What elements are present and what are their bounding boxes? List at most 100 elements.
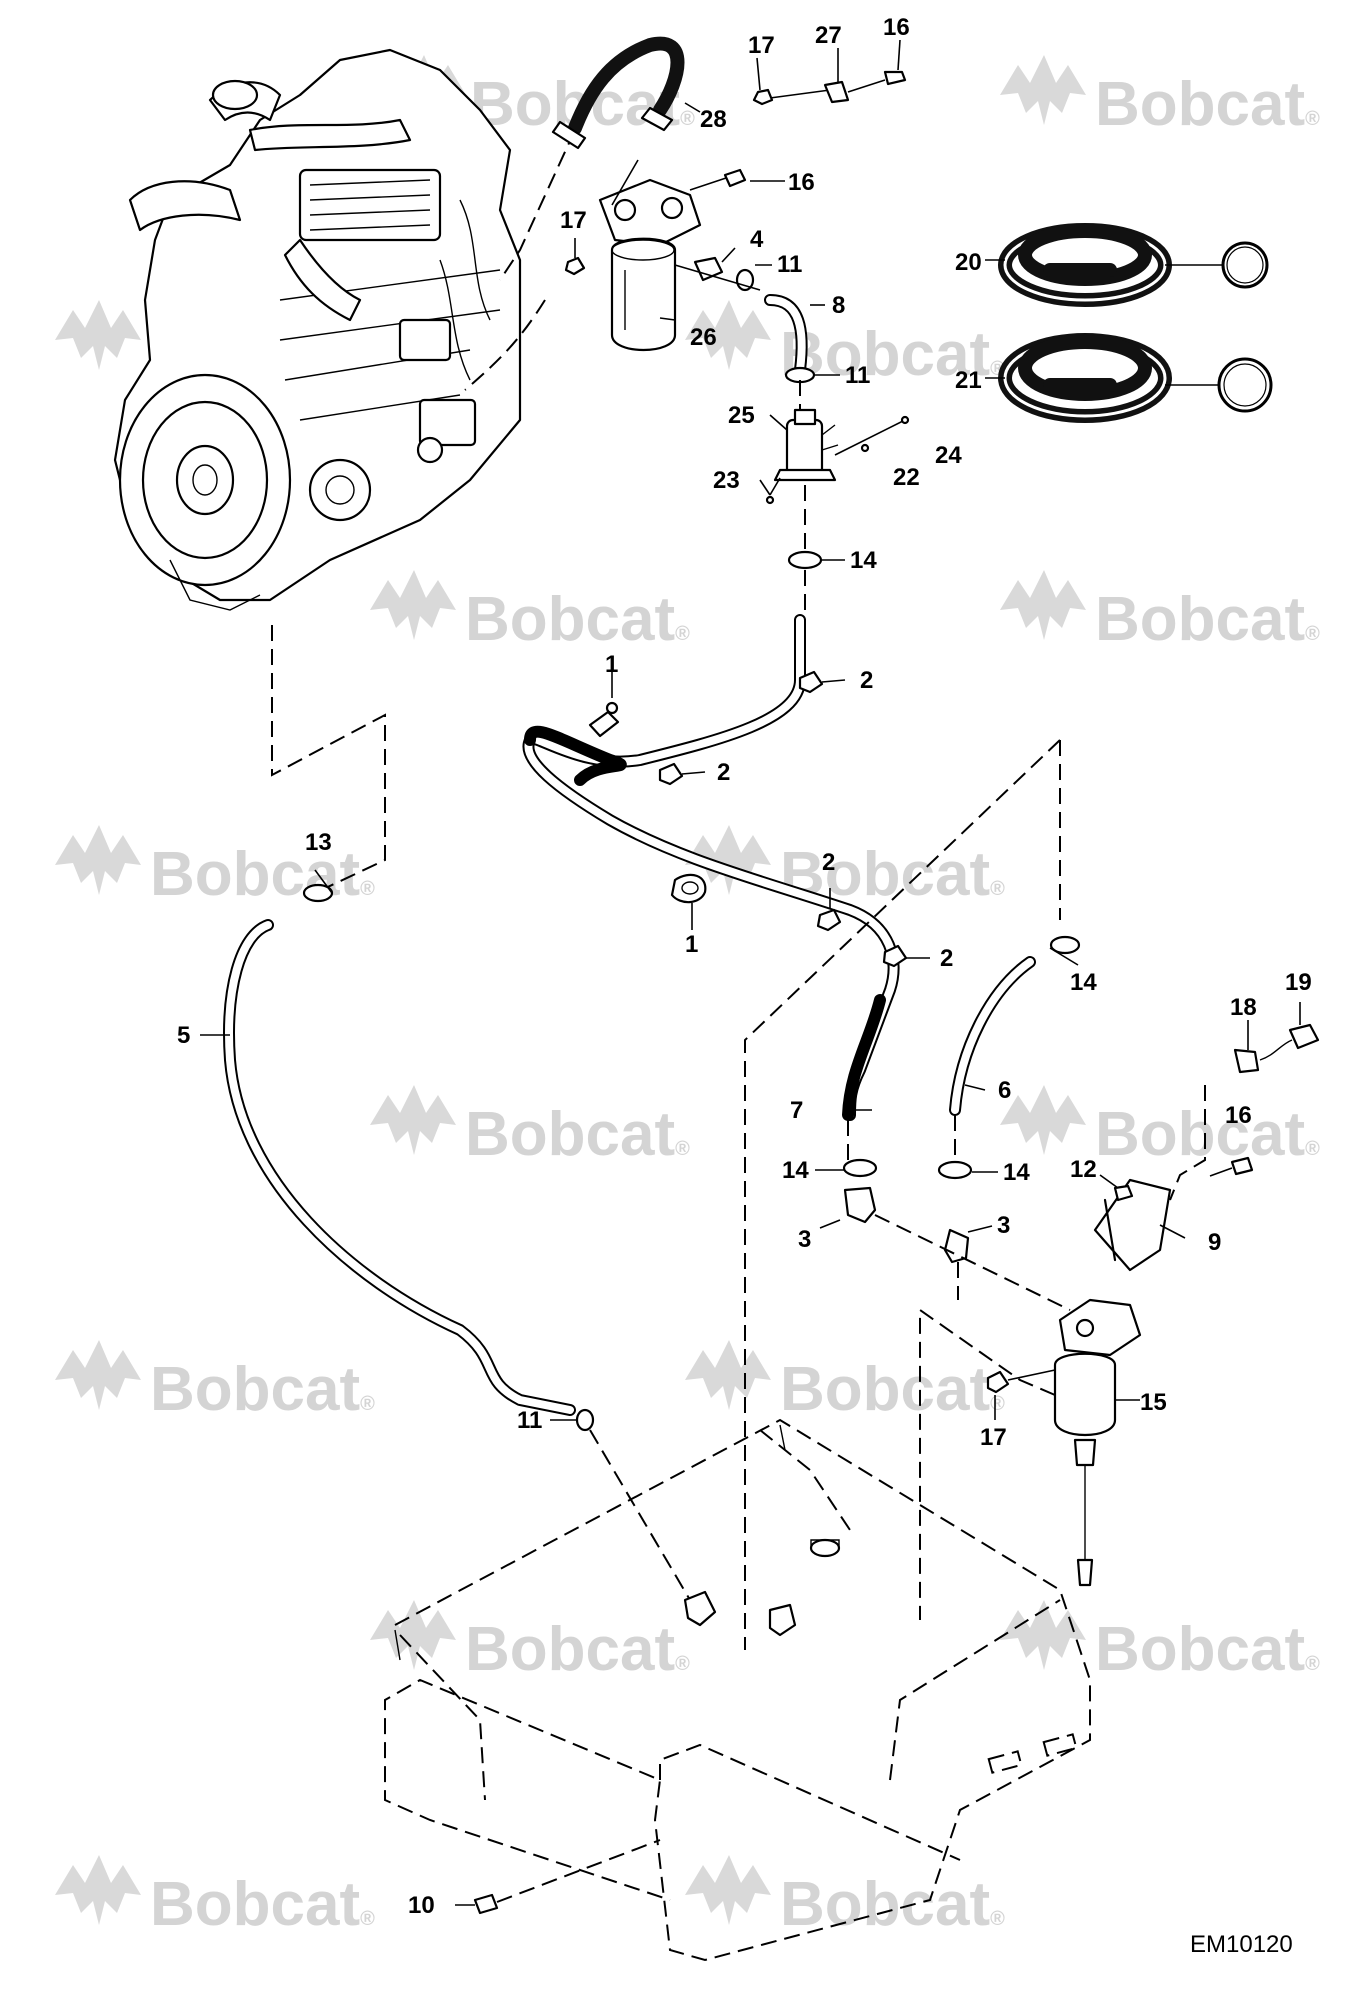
watermark: Bobcat® — [55, 1855, 375, 1939]
callout-28: 28 — [700, 106, 727, 133]
callout-2-d: 2 — [940, 945, 953, 972]
fitting-4 — [693, 256, 724, 282]
svg-text:Bobcat®: Bobcat® — [780, 1355, 1005, 1424]
callout-1-upper: 1 — [605, 651, 618, 678]
callout-24: 24 — [935, 442, 962, 469]
callout-14-left-lower: 14 — [782, 1157, 809, 1184]
callout-16-mid: 16 — [788, 169, 815, 196]
watermark: Bobcat® — [1000, 570, 1320, 654]
callout-14-top: 14 — [850, 547, 877, 574]
nut-17-right — [986, 1370, 1010, 1394]
callout-12: 12 — [1070, 1156, 1097, 1183]
nut-2-b — [658, 762, 684, 786]
bolt-16-top — [883, 70, 907, 86]
callout-5: 5 — [177, 1022, 190, 1049]
fuel-hose-7 — [842, 994, 886, 1121]
watermark: Bobcat® — [370, 570, 690, 654]
callout-1-lower: 1 — [685, 931, 698, 958]
callout-27: 27 — [815, 22, 842, 49]
tank-fitting-right — [768, 1603, 797, 1637]
svg-text:Bobcat®: Bobcat® — [1095, 1615, 1320, 1684]
fuel-hose-5 — [223, 919, 576, 1416]
watermark: Bobcat® — [1000, 55, 1320, 139]
callout-25: 25 — [728, 402, 755, 429]
callout-23: 23 — [713, 467, 740, 494]
watermark: Bobcat® — [685, 300, 1005, 389]
callout-11-mid: 11 — [845, 362, 870, 389]
fuel-pump-25 — [773, 408, 839, 482]
connector-19 — [1288, 1023, 1320, 1050]
engine-phantom-line — [499, 129, 576, 281]
callout-17-left: 17 — [560, 207, 587, 234]
callout-11-bottom: 11 — [517, 1407, 542, 1434]
callout-3-left: 3 — [798, 1226, 811, 1253]
callout-15: 15 — [1140, 1389, 1167, 1416]
o-ring-21 — [1217, 357, 1273, 413]
svg-text:Bobcat®: Bobcat® — [150, 1870, 375, 1939]
fuel-hose-28 — [551, 36, 685, 150]
callout-16-top: 16 — [883, 14, 910, 41]
fuel-hose-6 — [949, 956, 1036, 1116]
water-separator-15 — [1053, 1298, 1142, 1587]
svg-text:Bobcat®: Bobcat® — [465, 585, 690, 654]
callout-2-c: 2 — [822, 849, 835, 876]
callout-13: 13 — [305, 829, 332, 856]
callout-7: 7 — [790, 1097, 803, 1124]
bracket-9 — [1093, 1178, 1172, 1272]
fuel-hose-8 — [764, 294, 808, 376]
watermark: Bobcat® — [370, 1600, 690, 1684]
primary-fuel-filter-26 — [598, 178, 702, 351]
callout-2-a: 2 — [860, 667, 873, 694]
svg-text:Bobcat®: Bobcat® — [465, 1100, 690, 1169]
bolt-12 — [1113, 1184, 1134, 1202]
callout-11-top: 11 — [777, 251, 802, 278]
callout-9: 9 — [1208, 1229, 1221, 1256]
watermark: Bobcat® — [1000, 1600, 1320, 1684]
callout-8: 8 — [832, 292, 845, 319]
clamp-14-right — [1049, 935, 1081, 955]
callout-labels: 1 1 2 2 2 2 3 3 4 5 6 7 8 9 10 11 11 11 … — [177, 14, 1312, 1919]
watermark: Bobcat® — [685, 1855, 1005, 1939]
engine-assembly — [113, 48, 522, 611]
svg-text:Bobcat®: Bobcat® — [150, 840, 375, 909]
clamp-1-lower — [670, 873, 707, 904]
callout-leaders — [200, 39, 1301, 1906]
callout-14-right: 14 — [1070, 969, 1097, 996]
bolt-16-mid — [723, 168, 747, 188]
nut-17-top — [752, 88, 774, 106]
clamp-14-left-lower — [842, 1158, 878, 1178]
callout-20: 20 — [955, 249, 982, 276]
svg-text:Bobcat®: Bobcat® — [465, 1615, 690, 1684]
watermark: Bobcat® — [1000, 1085, 1320, 1169]
svg-text:Bobcat®: Bobcat® — [780, 1870, 1005, 1939]
svg-text:Bobcat®: Bobcat® — [780, 320, 1005, 389]
watermark: Bobcat® — [55, 1340, 375, 1424]
callout-17-top: 17 — [748, 32, 775, 59]
fitting-3-left — [843, 1186, 877, 1224]
svg-text:Bobcat®: Bobcat® — [150, 1355, 375, 1424]
clip-18 — [1233, 1048, 1260, 1074]
hose-coil-20 — [998, 223, 1172, 307]
clamp-27 — [823, 80, 850, 104]
bolt-10 — [473, 1893, 499, 1915]
callout-19: 19 — [1285, 969, 1312, 996]
bolt-16-right — [1230, 1156, 1254, 1176]
clamp-1-upper — [588, 701, 620, 738]
svg-text:Bobcat®: Bobcat® — [1095, 1100, 1320, 1169]
callout-6: 6 — [998, 1077, 1011, 1104]
o-ring-20 — [1221, 241, 1269, 289]
callout-10: 10 — [408, 1892, 435, 1919]
svg-text:Bobcat®: Bobcat® — [1095, 70, 1320, 139]
hose-coil-21 — [998, 333, 1172, 423]
fitting-3-right — [943, 1228, 970, 1264]
callout-21: 21 — [955, 367, 982, 394]
nut-2-d — [882, 944, 908, 968]
clamp-11-mid — [784, 366, 816, 384]
callout-22: 22 — [893, 464, 920, 491]
engine-phantom-line — [271, 625, 386, 894]
nut-2-c — [816, 908, 842, 932]
callout-3-right: 3 — [997, 1212, 1010, 1239]
svg-text:Bobcat®: Bobcat® — [1095, 585, 1320, 654]
callout-16-right: 16 — [1225, 1102, 1252, 1129]
